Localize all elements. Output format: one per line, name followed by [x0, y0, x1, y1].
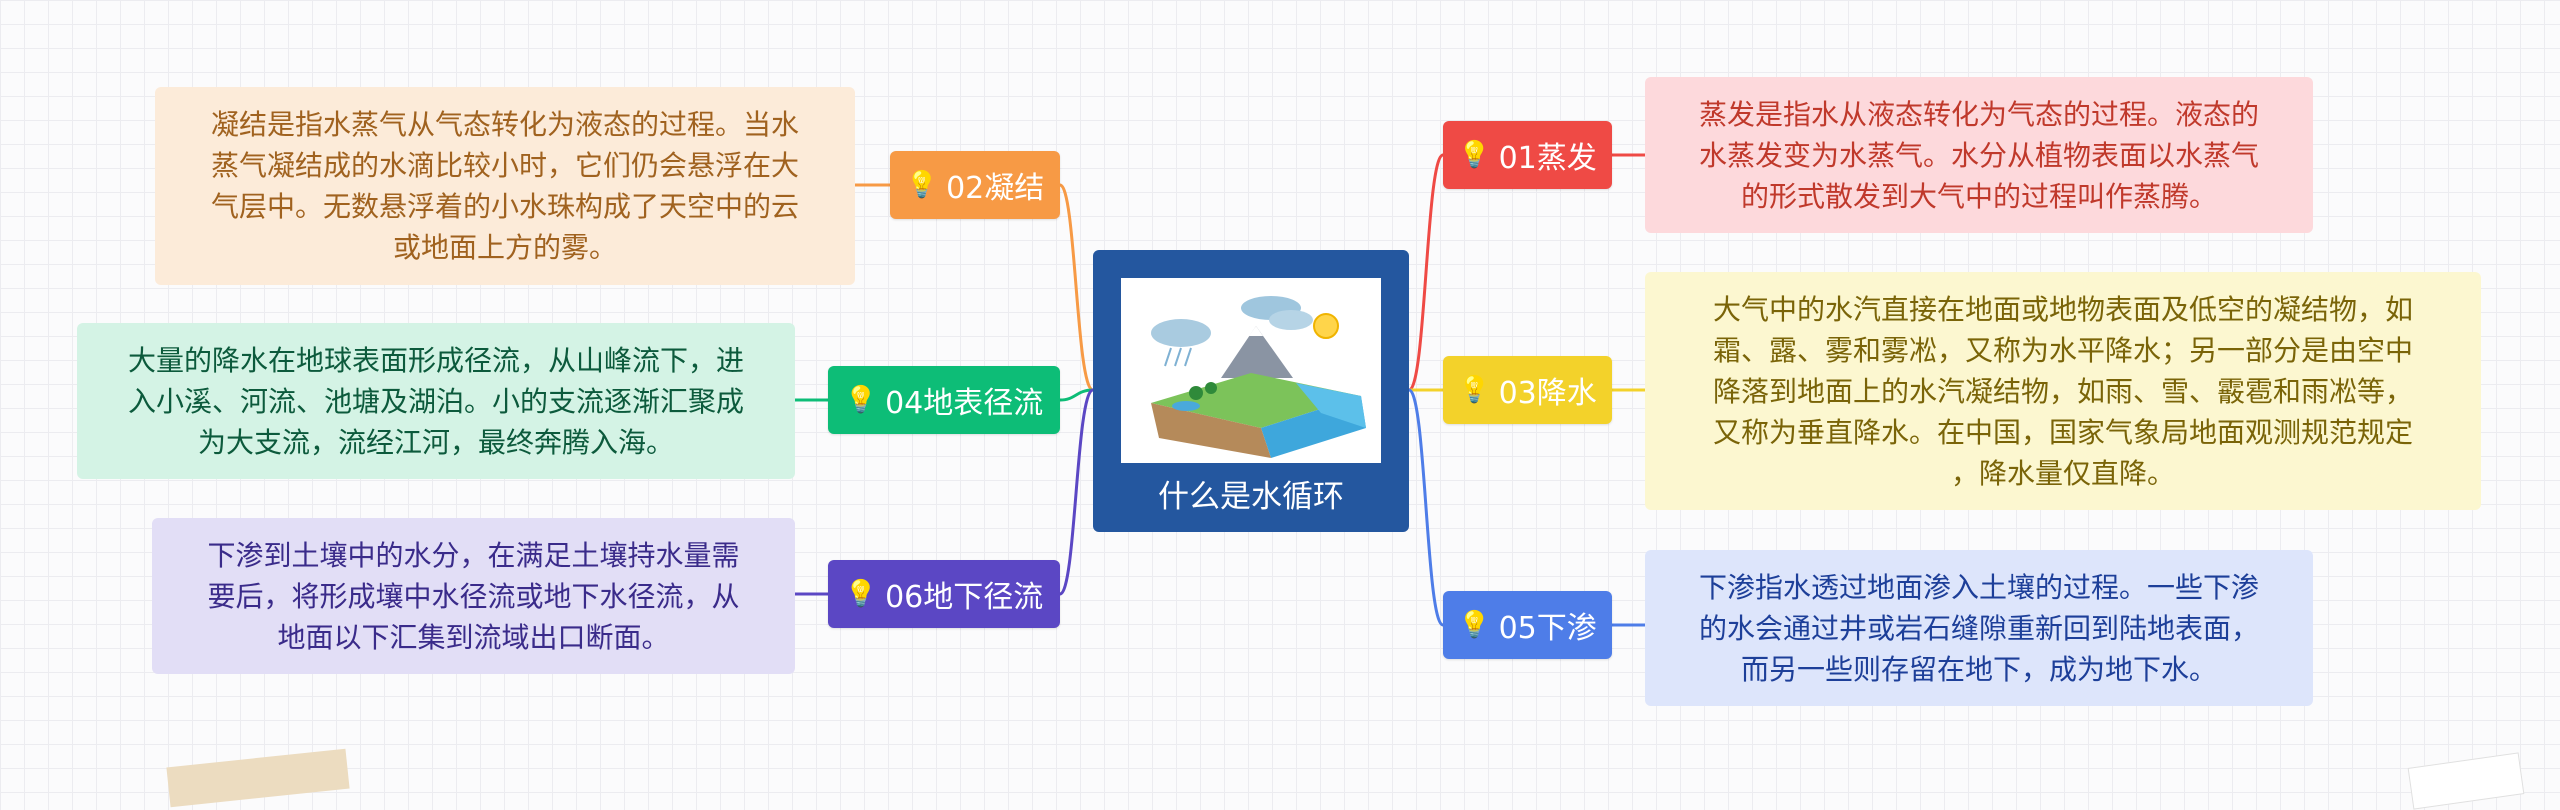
center-title: 什么是水循环: [1158, 479, 1344, 515]
desc-infiltration: 下渗指水透过地面渗入土壤的过程。一些下渗的水会通过井或岩石缝隙重新回到陆地表面，…: [1645, 550, 2313, 706]
topic-evaporation[interactable]: 💡 01蒸发: [1443, 121, 1612, 189]
lightbulb-icon: 💡: [1458, 610, 1491, 640]
topic-label: 03降水: [1498, 376, 1597, 411]
connector-04: [1059, 388, 1094, 402]
topic-groundwater-runoff[interactable]: 💡 06地下径流: [828, 560, 1060, 628]
desc-evaporation: 蒸发是指水从液态转化为气态的过程。液态的水蒸发变为水蒸气。水分从植物表面以水蒸气…: [1645, 77, 2313, 233]
lightbulb-icon: 💡: [844, 385, 878, 415]
connector-02: [1058, 183, 1095, 392]
topic-label: 04地表径流: [885, 386, 1044, 421]
topic-infiltration[interactable]: 💡 05下渗: [1443, 591, 1612, 659]
desc-condensation: 凝结是指水蒸气从气态转化为液态的过程。当水蒸气凝结成的水滴比较小时，它们仍会悬浮…: [155, 87, 855, 285]
center-topic[interactable]: 什么是水循环: [1093, 250, 1409, 532]
lightbulb-icon: 💡: [1458, 140, 1491, 170]
lightbulb-icon: 💡: [1458, 375, 1491, 405]
desc-surface-runoff: 大量的降水在地球表面形成径流，从山峰流下，进入小溪、河流、池塘及湖泊。小的支流逐…: [77, 323, 795, 479]
topic-precipitation[interactable]: 💡 03降水: [1443, 356, 1612, 424]
topic-label: 06地下径流: [885, 580, 1044, 615]
connector-06: [1058, 388, 1095, 596]
topic-label: 02凝结: [946, 171, 1045, 206]
topic-label: 01蒸发: [1498, 141, 1597, 176]
desc-precipitation: 大气中的水汽直接在地面或地物表面及低空的凝结物，如霜、露、雾和雾凇，又称为水平降…: [1645, 272, 2481, 510]
topic-label: 05下渗: [1498, 611, 1597, 646]
topic-condensation[interactable]: 💡 02凝结: [890, 151, 1060, 219]
lightbulb-icon: 💡: [905, 170, 939, 200]
connector-05: [1407, 388, 1445, 627]
connector-01: [1407, 153, 1445, 392]
water-cycle-illustration: [1121, 278, 1381, 463]
lightbulb-icon: 💡: [844, 579, 878, 609]
topic-surface-runoff[interactable]: 💡 04地表径流: [828, 366, 1060, 434]
desc-groundwater-runoff: 下渗到土壤中的水分，在满足土壤持水量需要后，将形成壤中水径流或地下水径流，从地面…: [152, 518, 795, 674]
